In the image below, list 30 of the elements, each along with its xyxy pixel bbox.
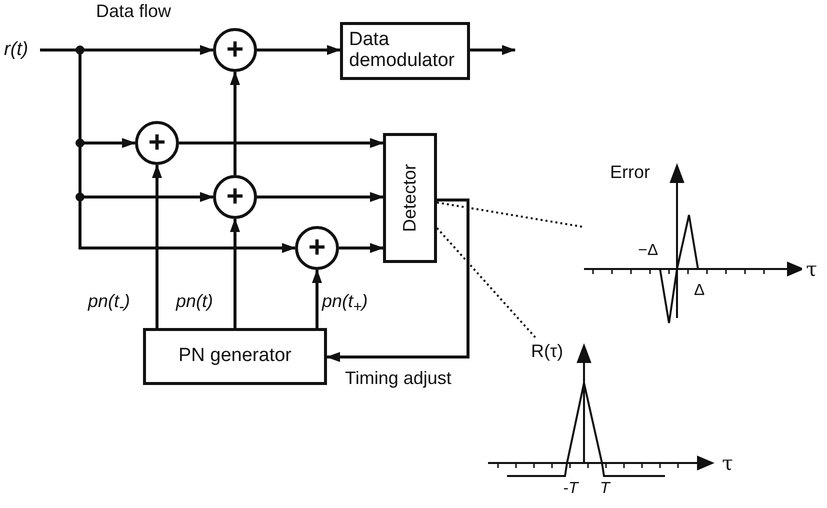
- tick-label: -T: [563, 480, 578, 498]
- arrow: [257, 45, 341, 55]
- demodulator-block: Data demodulator: [340, 22, 470, 80]
- tick-label: −Δ: [638, 242, 658, 260]
- arrow: [152, 164, 162, 328]
- summing-junction: +: [213, 28, 257, 72]
- edge-label: Timing adjust: [345, 369, 452, 389]
- tick-label: T: [600, 480, 610, 498]
- detector-block: Detector: [383, 133, 437, 263]
- arrow: [257, 192, 384, 202]
- axis-label: τ: [722, 452, 734, 474]
- signal-label: r(t): [4, 36, 40, 64]
- arrow: [312, 269, 322, 328]
- arrow: [179, 138, 384, 148]
- axis-label: R(τ): [531, 342, 564, 362]
- generator-block: PN generator: [143, 328, 327, 385]
- axis-label: Error: [610, 163, 650, 183]
- tick-label: Δ: [694, 282, 705, 300]
- leader-line: [436, 202, 582, 228]
- edge-label: pn(t): [176, 292, 214, 312]
- axis-label: τ: [806, 258, 818, 280]
- leader-line: [436, 227, 537, 339]
- summing-junction: +: [135, 121, 179, 165]
- arrow: [470, 45, 516, 55]
- arrow: [339, 243, 384, 253]
- arrow: [230, 218, 240, 328]
- summing-junction: +: [213, 175, 257, 219]
- summing-junction: +: [295, 226, 339, 270]
- arrow: [326, 198, 470, 362]
- arrow: [230, 71, 240, 175]
